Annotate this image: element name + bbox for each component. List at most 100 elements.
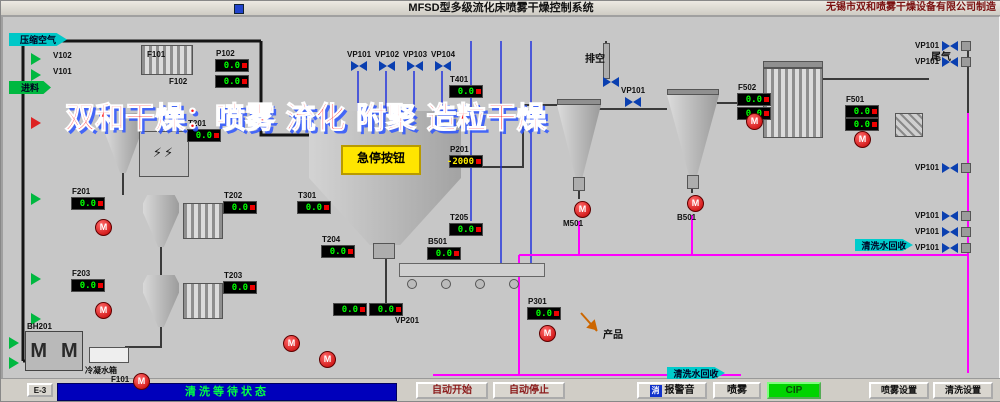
flow-arrow: 压缩空气	[9, 33, 67, 46]
alarm-dot-icon	[396, 307, 401, 312]
alarm-dot-icon	[872, 122, 877, 127]
tag-label: T202	[224, 191, 243, 200]
fluidbed-filter-1	[183, 203, 223, 239]
pump-icon[interactable]: M	[283, 335, 300, 352]
fluidbed-filter-2	[183, 283, 223, 319]
led-value: 0.0	[329, 247, 346, 257]
alarm-dot-icon	[454, 251, 459, 256]
emergency-stop-button[interactable]: 急停按钮	[341, 145, 421, 175]
diagram-label: F101	[111, 375, 130, 384]
alarm-dot-icon	[360, 307, 365, 312]
valve-icon-VP103[interactable]: VP103	[403, 50, 427, 71]
led-value: 0.0	[223, 77, 240, 87]
valve-icon[interactable]	[942, 243, 959, 253]
mute-alarm-label: 报警音	[664, 385, 695, 396]
led-value: 0.0	[853, 120, 870, 130]
pump-icon[interactable]: M	[95, 219, 112, 236]
alarm-dot-icon	[214, 133, 219, 138]
led-value: 0.0	[231, 283, 248, 293]
clean-settings-button[interactable]: 清洗设置	[933, 382, 993, 399]
diagram-label: V102	[53, 51, 72, 60]
mute-alarm-button[interactable]: 消 报警音	[637, 382, 707, 399]
pump-icon[interactable]: M	[319, 351, 336, 368]
pump-icon[interactable]: M	[539, 325, 556, 342]
valve-label: VP101	[621, 86, 646, 95]
alarm-dot-icon	[348, 249, 353, 254]
led-value: 0.0	[853, 107, 870, 117]
diagram-label: B501	[677, 213, 697, 222]
valve-position-box	[961, 211, 972, 221]
alarm-dot-icon	[250, 285, 255, 290]
alarm-dot-icon	[554, 311, 559, 316]
valve-icon-VP104[interactable]: VP104	[431, 50, 455, 71]
auto-start-button[interactable]: 自动开始	[416, 382, 488, 399]
valve-position-box	[961, 163, 972, 173]
right-valve-row: VP101	[915, 57, 972, 67]
valve-icon[interactable]	[942, 227, 959, 237]
product-pipe	[580, 312, 598, 332]
pump-icon[interactable]: M	[854, 131, 871, 148]
spray-settings-button[interactable]: 喷雾设置	[869, 382, 929, 399]
valve-label: VP101	[915, 243, 940, 252]
diagram-label: 产品	[603, 330, 623, 341]
diagram-label: BH201	[27, 322, 52, 331]
led-display-F501: F501 0.0	[845, 95, 879, 118]
spray-button[interactable]: 喷雾	[713, 382, 761, 399]
right-valve-row: VP101	[915, 41, 972, 51]
condensate-tank	[89, 347, 129, 363]
tag-label: F502	[738, 83, 757, 92]
valve-label: VP101	[915, 211, 940, 220]
led-display: 0.0	[369, 303, 403, 316]
hopper-2-cap	[667, 89, 719, 95]
valve-icon-VP102[interactable]: VP102	[375, 50, 399, 71]
status-indicator[interactable]: E-3	[27, 383, 53, 397]
window-icon	[234, 4, 244, 14]
valve-icon-VP101[interactable]: VP101	[347, 50, 371, 71]
valve-icon[interactable]	[603, 77, 619, 87]
auto-stop-button[interactable]: 自动停止	[493, 382, 565, 399]
alarm-dot-icon	[476, 89, 481, 94]
hopper-2-outlet	[687, 175, 699, 189]
alarm-dot-icon	[250, 205, 255, 210]
flow-arrow-icon	[31, 273, 41, 285]
page-title: MFSD型多级流化床喷雾干燥控制系统	[408, 2, 594, 14]
alarm-dot-icon	[242, 79, 247, 84]
alarm-dot-icon	[476, 159, 481, 164]
tag-label: F501	[846, 95, 865, 104]
right-valve-row: VP101	[915, 227, 972, 237]
motor-label: M	[30, 339, 47, 362]
title-bar: MFSD型多级流化床喷雾干燥控制系统 无锡市双和喷雾干燥设备有限公司制造	[1, 1, 1000, 16]
hopper-1-outlet	[573, 177, 585, 191]
valve-icon[interactable]	[942, 211, 959, 221]
valve-icon[interactable]	[942, 57, 959, 67]
flow-arrow-icon	[31, 117, 41, 129]
motor-label: M	[61, 339, 78, 362]
valve-icon[interactable]	[942, 163, 959, 173]
alarm-dot-icon	[764, 111, 769, 116]
manufacturer-text: 无锡市双和喷雾干燥设备有限公司制造	[826, 2, 996, 13]
pump-icon[interactable]: M	[95, 302, 112, 319]
cip-button[interactable]: CIP	[767, 382, 821, 399]
heat-exchanger-cap	[763, 61, 823, 68]
led-value: 0.0	[745, 95, 762, 105]
pump-icon[interactable]: M	[574, 201, 591, 218]
valve-icon[interactable]	[942, 41, 959, 51]
pump-icon[interactable]: M	[133, 373, 150, 390]
tag-label: T301	[298, 191, 317, 200]
diagram-label: F102	[169, 77, 188, 86]
valve-icon-VP101[interactable]: VP101	[621, 86, 645, 107]
alarm-dot-icon	[872, 109, 877, 114]
pump-icon[interactable]: M	[687, 195, 704, 212]
valve-position-box	[961, 243, 972, 253]
diagram-label: 排空	[585, 54, 605, 65]
main-air-pipes	[21, 39, 309, 363]
pump-icon[interactable]: M	[746, 113, 763, 130]
